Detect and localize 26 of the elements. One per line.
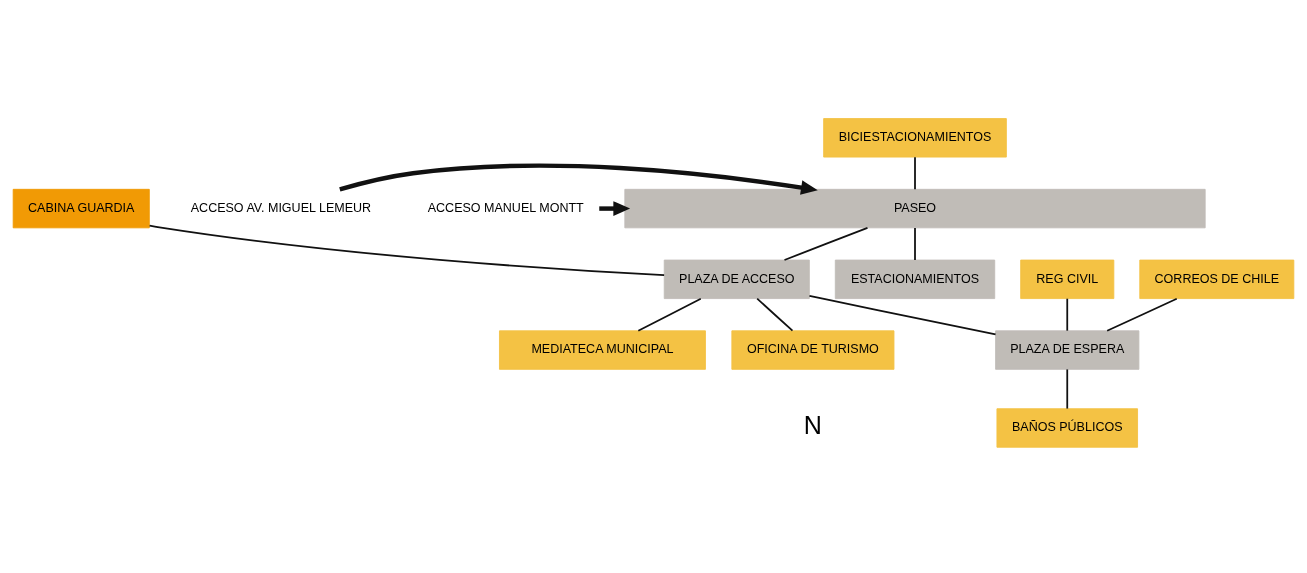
node-box: PLAZA DE ESPERA — [995, 330, 1140, 370]
node-box: BICIESTACIONAMIENTOS — [823, 118, 1007, 158]
connector — [783, 226, 869, 261]
node-box: PLAZA DE ACCESO — [663, 259, 810, 300]
node-box: BAÑOS PÚBLICOS — [996, 408, 1138, 448]
node-box: REG CIVIL — [1020, 259, 1115, 300]
connector — [1106, 297, 1178, 332]
connector — [637, 297, 702, 332]
connector — [808, 294, 997, 336]
connector — [914, 227, 916, 261]
connector — [756, 297, 794, 332]
connector — [914, 156, 916, 191]
node-box: PASEO — [624, 188, 1206, 229]
node-box: ESTACIONAMIENTOS — [834, 259, 996, 300]
arrow — [599, 201, 631, 216]
node-box: OFICINA DE TURISMO — [731, 330, 895, 370]
connector — [1066, 297, 1069, 332]
connector — [1066, 368, 1069, 410]
label: N — [803, 411, 822, 440]
arrow — [339, 163, 818, 195]
node-text: ACCESO MANUEL MONTT — [427, 200, 584, 215]
node-box: MEDIATECA MUNICIPAL — [499, 330, 706, 370]
node-box: CORREOS DE CHILE — [1139, 259, 1295, 300]
node-box: CABINA GUARDIA — [12, 188, 150, 229]
connector — [148, 224, 666, 277]
node-text: ACCESO AV. MIGUEL LEMEUR — [190, 200, 372, 215]
